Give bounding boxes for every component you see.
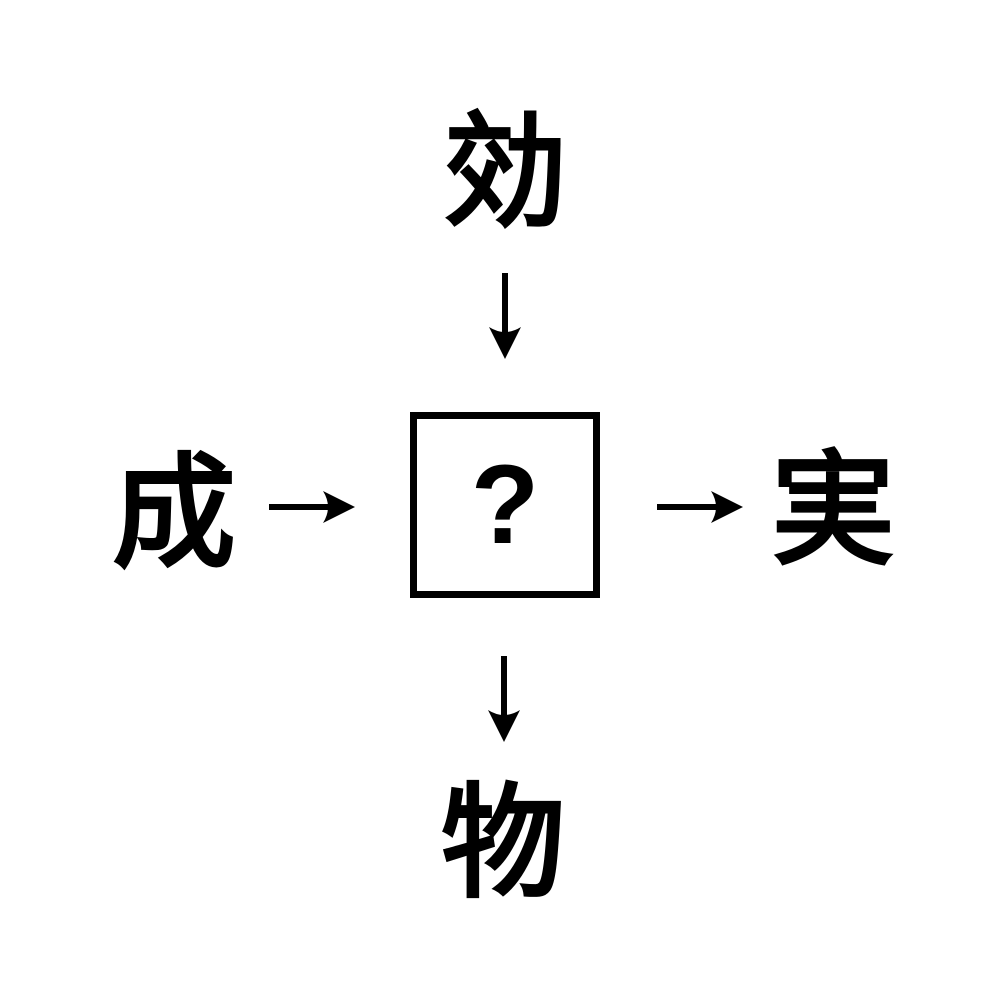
kanji-right: 実 [770, 442, 896, 580]
question-mark: ? [470, 442, 540, 567]
arrow-right-icon [269, 491, 355, 523]
arrow-right-icon [657, 491, 743, 523]
arrow-down-icon [489, 273, 521, 359]
kanji-bottom: 物 [440, 775, 566, 913]
answer-box: ? [410, 412, 600, 598]
arrow-down-icon [488, 656, 520, 742]
kanji-top: 効 [442, 104, 568, 242]
kanji-left: 成 [111, 445, 237, 583]
